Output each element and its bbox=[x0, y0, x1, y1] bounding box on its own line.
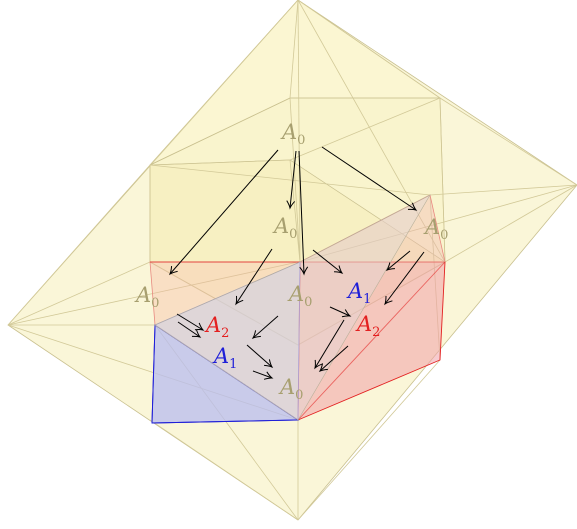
blue-region bbox=[151, 261, 301, 424]
arrow bbox=[246, 344, 274, 369]
arrow bbox=[168, 149, 279, 276]
arrow bbox=[235, 248, 273, 306]
label-a0-top: A0 bbox=[280, 120, 305, 148]
arrow bbox=[177, 321, 202, 338]
arrow bbox=[329, 306, 352, 318]
blue-edge bbox=[151, 419, 299, 424]
label-a2-left: A2 bbox=[204, 313, 229, 341]
gray-central-face bbox=[154, 194, 431, 421]
vertex-labels: A0 A0 A0 A0 A0 A1 A2 A2 A1 A0 bbox=[134, 120, 448, 403]
arrow bbox=[298, 150, 309, 276]
outer-polytope bbox=[7, 0, 577, 521]
label-a1-right: A1 bbox=[346, 279, 371, 307]
arrow bbox=[176, 313, 205, 331]
arrow bbox=[312, 249, 344, 274]
arrow bbox=[384, 251, 425, 306]
arrows bbox=[168, 146, 425, 380]
arrow bbox=[321, 146, 418, 211]
arrow bbox=[251, 315, 279, 340]
label-a0-left: A0 bbox=[134, 283, 159, 311]
label-a0-center: A0 bbox=[272, 214, 297, 242]
label-a0-right: A0 bbox=[423, 215, 448, 243]
label-a1-left: A1 bbox=[212, 344, 237, 372]
blue-edge-2 bbox=[151, 324, 156, 424]
label-a0-middle: A0 bbox=[287, 282, 312, 310]
arrow bbox=[385, 250, 411, 272]
label-a2-right: A2 bbox=[355, 312, 380, 340]
arrow bbox=[252, 370, 274, 380]
red-edge bbox=[297, 261, 446, 421]
arrow bbox=[314, 319, 345, 370]
red-region bbox=[149, 194, 446, 421]
arrow bbox=[318, 345, 349, 373]
arrow bbox=[286, 150, 297, 210]
label-a0-bottom: A0 bbox=[278, 375, 303, 403]
